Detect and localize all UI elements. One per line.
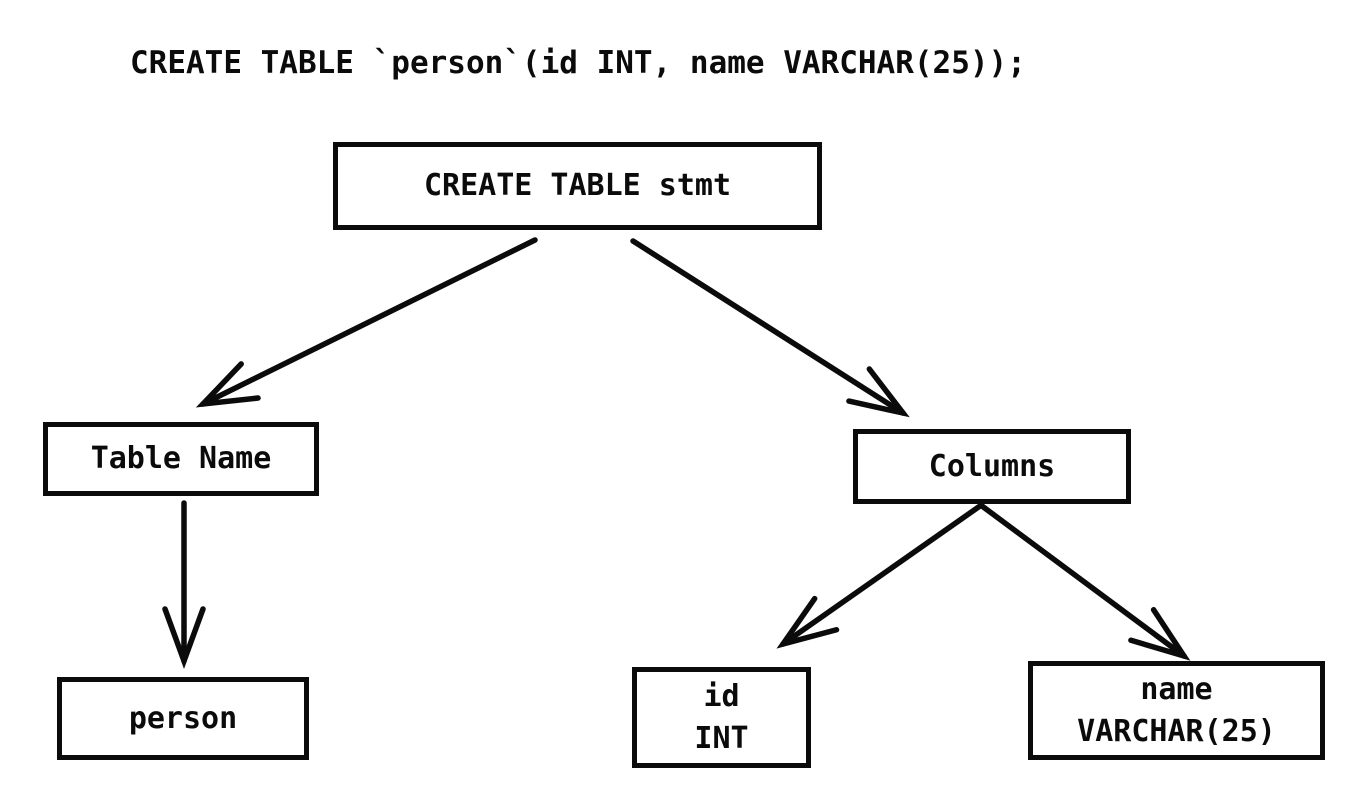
node-create-table-stmt-label: CREATE TABLE stmt	[423, 168, 732, 204]
node-person: person	[57, 677, 309, 760]
node-column-id-label: id INT	[694, 679, 749, 756]
node-column-name: name VARCHAR(25)	[1028, 661, 1325, 760]
node-columns: Columns	[853, 429, 1131, 504]
sql-statement-text: CREATE TABLE `person`(id INT, name VARCH…	[130, 45, 1026, 81]
node-table-name-label: Table Name	[90, 441, 272, 477]
node-column-name-label: name VARCHAR(25)	[1077, 672, 1276, 749]
node-table-name: Table Name	[43, 422, 319, 496]
node-column-id: id INT	[632, 667, 811, 768]
node-columns-label: Columns	[928, 448, 1056, 484]
node-create-table-stmt: CREATE TABLE stmt	[333, 142, 822, 230]
edge-create-table-stmt-to-columns	[630, 238, 910, 418]
node-person-label: person	[128, 700, 238, 736]
edge-create-table-stmt-to-table-name	[195, 237, 538, 408]
edge-columns-to-column-id	[776, 503, 983, 649]
edge-columns-to-column-name	[979, 503, 1191, 661]
